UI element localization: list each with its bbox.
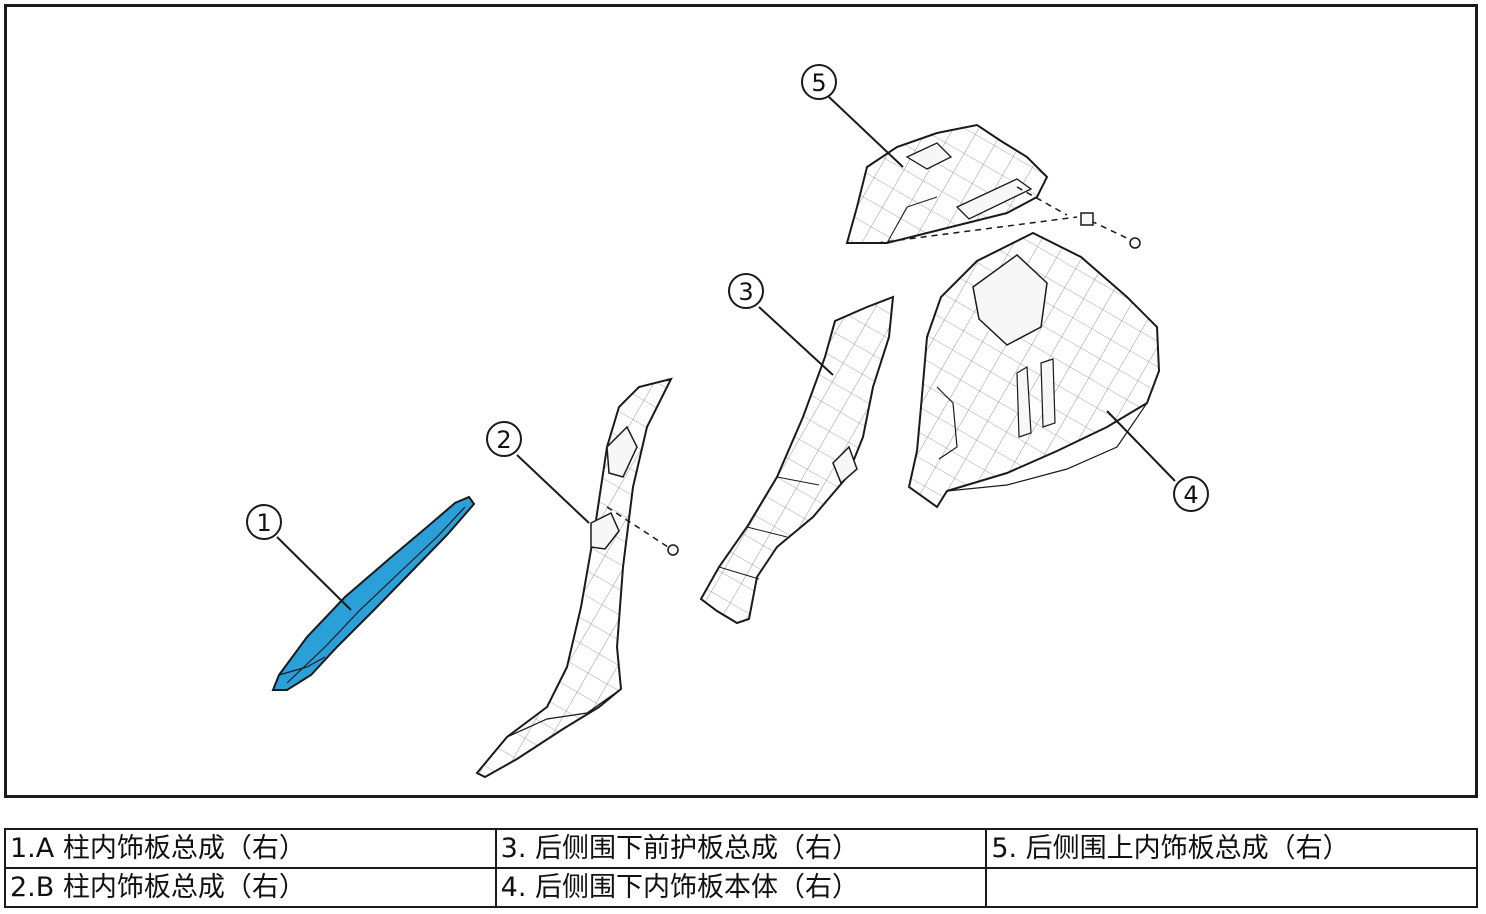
legend-row: 1.A 柱内饰板总成（右） 3. 后侧围下前护板总成（右） 5. 后侧围上内饰板… [4, 828, 1478, 869]
callout-5-label: 5 [811, 69, 826, 97]
legend-cell: 2.B 柱内饰板总成（右） [4, 867, 497, 908]
legend-cell: 1.A 柱内饰板总成（右） [4, 828, 497, 869]
part-b-pillar-trim [475, 377, 679, 779]
parts-legend-table: 1.A 柱内饰板总成（右） 3. 后侧围下前护板总成（右） 5. 后侧围上内饰板… [4, 828, 1478, 908]
callout-3-label: 3 [738, 278, 753, 306]
callout-4: 4 [1173, 476, 1209, 512]
part-rear-quarter-lower-front-guard [699, 295, 895, 625]
callout-1: 1 [246, 504, 282, 540]
callout-2: 2 [486, 421, 522, 457]
leader-lines [276, 96, 1176, 611]
callout-1-label: 1 [256, 509, 271, 537]
legend-cell: 3. 后侧围下前护板总成（右） [494, 828, 988, 869]
legend-cell [985, 867, 1478, 908]
callout-3: 3 [728, 273, 764, 309]
exploded-diagram: 1 2 3 4 5 [246, 64, 1209, 779]
legend-row: 2.B 柱内饰板总成（右） 4. 后侧围下内饰板本体（右） [4, 867, 1478, 908]
callout-5: 5 [801, 64, 837, 100]
callout-2-label: 2 [496, 426, 511, 454]
legend-cell: 5. 后侧围上内饰板总成（右） [985, 828, 1478, 869]
diagram-frame: 1 2 3 4 5 [4, 4, 1478, 798]
callout-4-label: 4 [1183, 481, 1198, 509]
part-a-pillar-trim [271, 495, 476, 691]
part-rear-quarter-lower-trim [907, 231, 1161, 509]
legend-cell: 4. 后侧围下内饰板本体（右） [494, 867, 988, 908]
part-rear-quarter-upper-trim [845, 123, 1141, 249]
